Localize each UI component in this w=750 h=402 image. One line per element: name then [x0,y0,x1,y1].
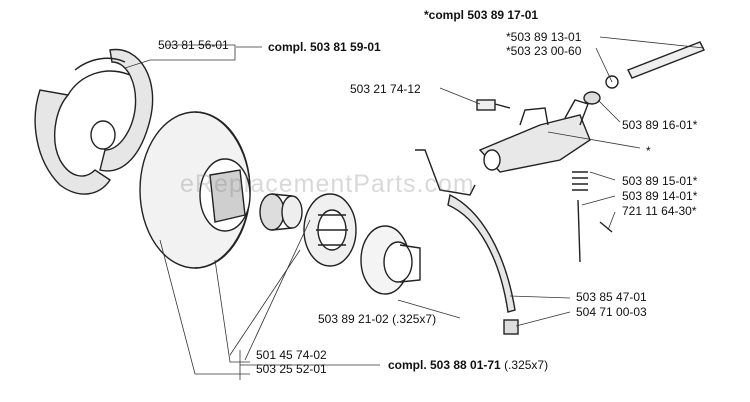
rim-sprocket-part [303,193,357,267]
pump-shaft-part [583,41,705,105]
assembly-size: (.325x7) [504,358,549,372]
part-label-721-11-64-30: 721 11 64-30* [622,204,697,218]
screw-part [476,99,511,111]
part-label-503-21-74-12: 503 21 74-12 [350,82,421,96]
clutch-shoe-part [34,48,154,195]
part-label-501-45-74-02: 501 45 74-02 [256,348,327,362]
part-label-503-89-16-01: 503 89 16-01* [622,118,698,132]
assembly-number: compl. 503 88 01-71 [388,358,501,372]
oil-pump-part [478,99,591,173]
assembly-label-503-89-17-01: *compl 503 89 17-01 [424,8,539,22]
part-label-503-23-00-60: *503 23 00-60 [506,44,582,58]
part-label-503-89-21-02: 503 89 21-02 (.325x7) [318,312,437,326]
part-label-star: * [646,144,651,158]
pin-part [577,199,613,263]
part-label-503-89-13-01: *503 89 13-01 [506,30,582,44]
watermark-text: eReplacementParts.com [180,170,475,198]
spring-part [572,171,588,191]
part-label-503-85-47-01: 503 85 47-01 [576,290,647,304]
part-label-503-89-14-01: 503 89 14-01* [622,189,698,203]
assembly-label-503-88-01-71: compl. 503 88 01-71 (.325x7) [388,358,548,372]
part-label-503-81-56-01: 503 81 56-01 [158,38,229,52]
leader-lines [124,36,705,380]
part-label-503-25-52-01: 503 25 52-01 [256,362,327,376]
clutch-drum-part [139,111,251,269]
nipple-part [503,319,519,335]
washer-part [360,225,421,295]
assembly-label-503-81-59-01: compl. 503 81 59-01 [268,40,381,54]
oil-hose-part [415,149,516,313]
part-label-504-71-00-03: 504 71 00-03 [576,305,647,319]
part-label-503-89-15-01: 503 89 15-01* [622,174,698,188]
needle-bearing-part [259,193,303,231]
